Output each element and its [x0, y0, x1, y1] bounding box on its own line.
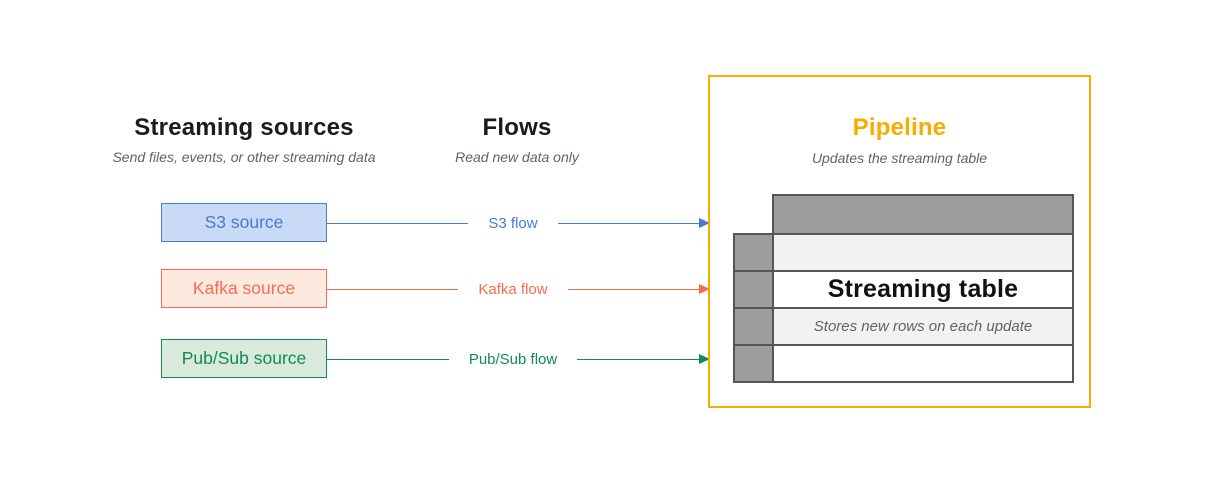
kafka-flow-line-left	[327, 288, 459, 290]
s3-flow-connector: S3 flow	[327, 212, 711, 234]
s3-flow-line-right	[557, 222, 700, 224]
left-column-cell	[733, 344, 774, 383]
kafka-flow-line-right	[567, 288, 700, 290]
streaming-table-title: Streaming table	[827, 275, 1019, 303]
kafka-arrowhead-icon	[699, 284, 711, 294]
kafka-flow-connector: Kafka flow	[327, 278, 711, 300]
s3-flow-label: S3 flow	[488, 214, 538, 232]
pubsub-flow-line-left	[327, 358, 449, 360]
kafka-source-label: Kafka source	[192, 278, 296, 298]
pubsub-arrowhead-icon	[699, 354, 711, 364]
pubsub-source-label: Pub/Sub source	[181, 348, 307, 368]
pipeline-container: Pipeline Updates the streaming table Str…	[708, 75, 1091, 408]
pubsub-flow-label: Pub/Sub flow	[468, 350, 558, 368]
s3-arrowhead-icon	[699, 218, 711, 228]
flows-column-subtitle: Read new data only	[455, 149, 579, 165]
table-row	[772, 233, 1074, 272]
kafka-source-box: Kafka source	[161, 269, 327, 308]
left-column-cell	[733, 307, 774, 346]
s3-flow-line-left	[327, 222, 469, 224]
pubsub-source-box: Pub/Sub source	[161, 339, 327, 378]
s3-source-box: S3 source	[161, 203, 327, 242]
kafka-flow-label: Kafka flow	[478, 280, 548, 298]
table-row-caption: Stores new rows on each update	[772, 307, 1074, 346]
pipeline-title: Pipeline	[852, 114, 947, 141]
left-column-cell	[733, 233, 774, 272]
streaming-table-left-column	[733, 233, 774, 383]
pipeline-subtitle: Updates the streaming table	[811, 150, 988, 166]
left-column-cell	[733, 270, 774, 309]
sources-column-subtitle: Send files, events, or other streaming d…	[112, 149, 376, 165]
streaming-table-rows: Streaming table Stores new rows on each …	[772, 233, 1074, 383]
pubsub-flow-connector: Pub/Sub flow	[327, 348, 711, 370]
s3-source-label: S3 source	[204, 212, 284, 232]
sources-column-title: Streaming sources	[134, 114, 354, 141]
table-row	[772, 344, 1074, 383]
table-row-title: Streaming table	[772, 270, 1074, 309]
flows-column-title: Flows	[482, 114, 552, 141]
sources-column-header: Streaming sources Send files, events, or…	[60, 114, 428, 165]
streaming-table-caption: Stores new rows on each update	[813, 318, 1033, 335]
streaming-table-header-bar	[772, 194, 1074, 235]
pubsub-flow-line-right	[577, 358, 700, 360]
flows-column-header: Flows Read new data only	[420, 114, 614, 165]
